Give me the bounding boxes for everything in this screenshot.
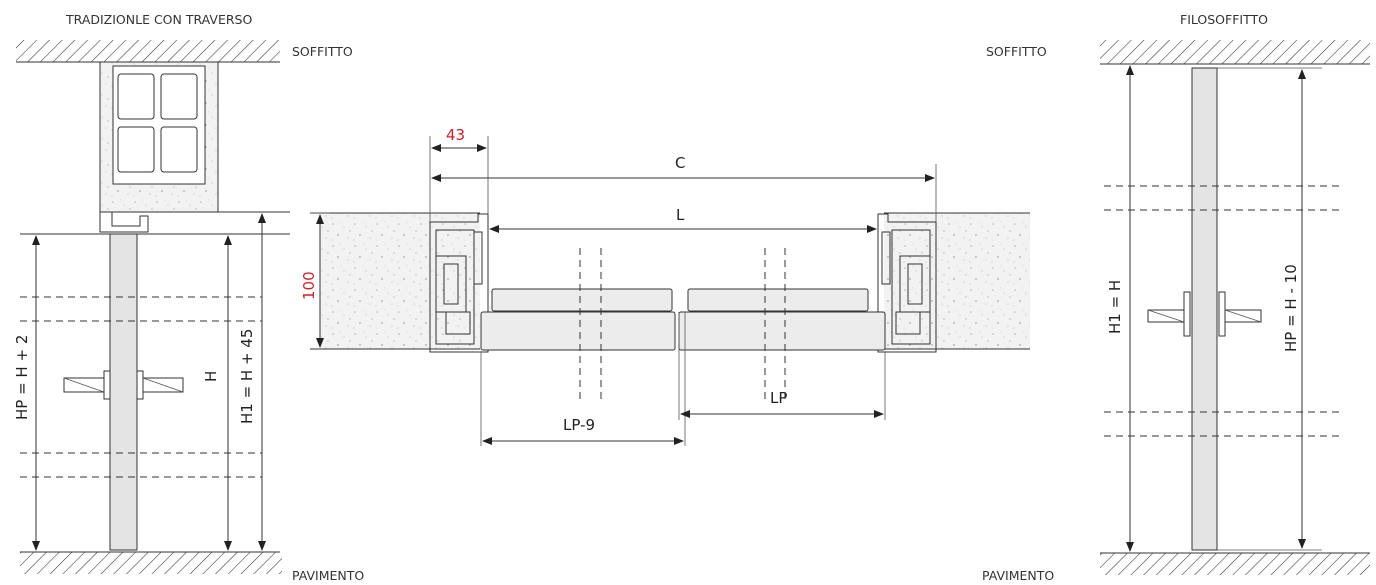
right-ceiling-label: SOFFITTO	[986, 44, 1047, 59]
right-section-view: FILOSOFFITTO SOFFITTO PAVIMENTO	[982, 12, 1370, 583]
dim-l: L	[676, 206, 685, 224]
left-floor-label: PAVIMENTO	[292, 568, 364, 583]
left-ceiling-label: SOFFITTO	[292, 44, 353, 59]
right-floor	[1100, 552, 1370, 575]
center-plan-view: 43 C L 100 LP-9 LP	[300, 126, 1030, 446]
left-dim-h: H	[202, 371, 220, 382]
center-break-lines	[579, 248, 786, 400]
left-wall	[320, 213, 480, 349]
right-ceiling	[1100, 40, 1370, 65]
right-dim-hp: HP = H - 10	[1282, 264, 1300, 352]
left-dim-h1: H1 = H + 45	[238, 329, 256, 424]
right-break-lines	[1104, 185, 1344, 437]
dim-100: 100	[300, 271, 318, 300]
dim-43: 43	[446, 126, 465, 144]
dim-lp: LP	[770, 389, 787, 407]
dim-c: C	[675, 154, 685, 172]
left-break-lines	[20, 296, 262, 478]
right-view-title: FILOSOFFITTO	[1180, 12, 1268, 27]
right-wall	[884, 213, 1030, 349]
left-view-title: TRADIZIONLE CON TRAVERSO	[65, 12, 252, 27]
left-section-view: TRADIZIONLE CON TRAVERSO SOFFITTO	[13, 12, 364, 583]
transom	[20, 61, 290, 235]
right-handle-icon	[1147, 291, 1262, 337]
left-ceiling	[16, 40, 280, 63]
left-handle-icon	[63, 370, 184, 400]
left-floor	[20, 551, 282, 574]
left-dim-hp: HP = H + 2	[13, 335, 31, 420]
left-door-leaf	[109, 233, 138, 551]
right-door-leaf	[1191, 67, 1218, 551]
sliding-panels	[480, 288, 886, 351]
dim-lp9: LP-9	[563, 416, 595, 434]
right-dim-h1: H1 = H	[1106, 280, 1124, 334]
right-floor-label: PAVIMENTO	[982, 568, 1054, 583]
